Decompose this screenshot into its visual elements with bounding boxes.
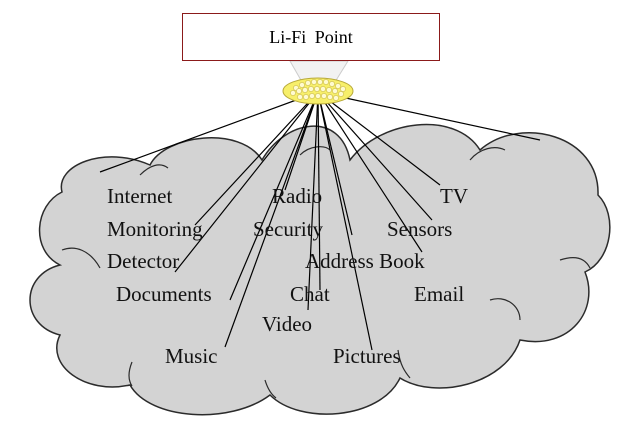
- cloud-inner-arc: [469, 147, 506, 161]
- cloud-inner-arc: [139, 164, 169, 176]
- lifi-point-title: Li-Fi Point: [269, 26, 353, 47]
- line-address-book: [317, 91, 423, 253]
- line-radio: [284, 91, 319, 191]
- line-tv: [317, 91, 441, 186]
- lifi-point-box: Li-Fi Point: [182, 13, 440, 61]
- line-video: [307, 91, 319, 311]
- label-security: Security: [253, 217, 323, 241]
- label-tv: TV: [440, 184, 468, 208]
- cloud-inner-arc: [299, 146, 331, 156]
- line-chat: [317, 91, 321, 291]
- label-email: Email: [414, 282, 465, 306]
- label-monitoring: Monitoring: [107, 217, 203, 241]
- cloud-inner-arc: [559, 257, 591, 269]
- connection-lines: [99, 91, 541, 351]
- cloud-inner-arc: [61, 247, 101, 269]
- cloud-inner-arc: [128, 361, 133, 387]
- label-address-book: Address Book: [305, 249, 425, 273]
- label-video: Video: [262, 312, 313, 336]
- line-monitoring: [194, 91, 319, 226]
- label-sensors: Sensors: [387, 217, 453, 241]
- cloud-inner-arc: [489, 298, 521, 321]
- label-music: Music: [165, 344, 218, 368]
- cloud-inner-arc: [397, 349, 411, 379]
- label-documents: Documents: [116, 282, 212, 306]
- line-security: [317, 91, 353, 236]
- label-pictures: Pictures: [333, 344, 401, 368]
- label-detector: Detector: [107, 249, 180, 273]
- line-internet: [99, 91, 319, 173]
- line-cloud-right: [317, 91, 541, 141]
- line-pictures: [317, 91, 373, 351]
- lifi-bulb-icon: [282, 77, 354, 105]
- label-radio: Radio: [272, 184, 323, 208]
- line-documents: [229, 91, 319, 301]
- line-music: [224, 91, 319, 348]
- label-chat: Chat: [290, 282, 330, 306]
- label-internet: Internet: [107, 184, 173, 208]
- cloud-inner-arc: [264, 379, 277, 399]
- line-detector: [174, 91, 319, 273]
- line-sensors: [317, 91, 433, 221]
